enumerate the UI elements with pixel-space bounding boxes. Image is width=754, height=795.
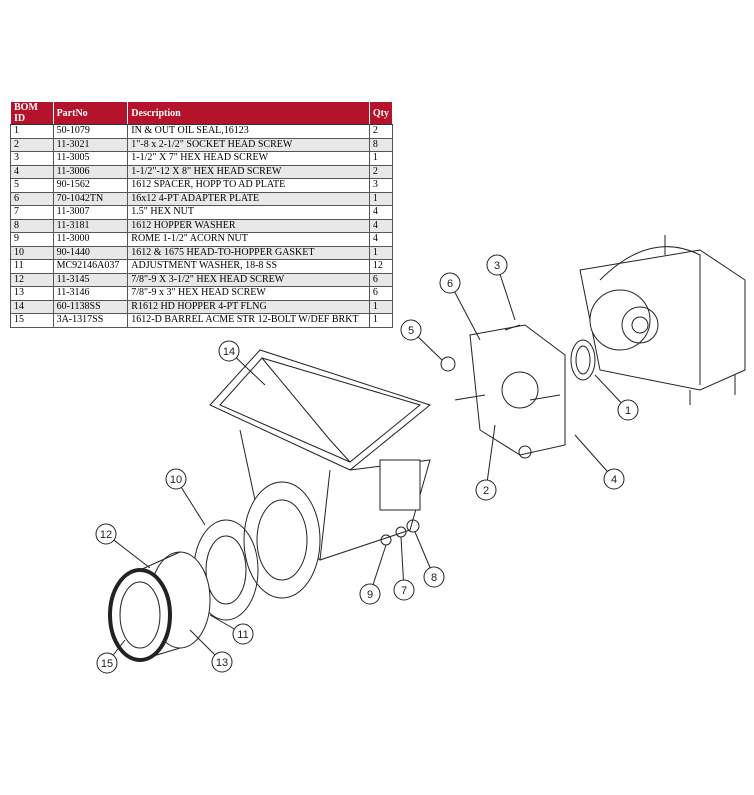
table-cell: 1612-D BARREL ACME STR 12-BOLT W/DEF BRK…: [127, 313, 370, 328]
column-header: BOM ID: [10, 101, 54, 125]
table-cell: 6: [368, 286, 394, 301]
callout-8: 8: [423, 566, 445, 588]
adapter-plate-drawing: [454, 324, 566, 456]
hopper-flange-drawing: [243, 481, 321, 599]
table-cell: 1"-8 x 2-1/2" SOCKET HEAD SCREW: [127, 137, 370, 152]
callout-15: 15: [96, 652, 118, 674]
callout-label: 13: [216, 657, 228, 669]
gearbox-drawing: [579, 235, 746, 405]
column-header: PartNo: [52, 101, 129, 125]
table-cell: 1-1/2"-12 X 8" HEX HEAD SCREW: [127, 164, 370, 179]
table-cell: 14: [10, 299, 54, 314]
callout-5: 5: [400, 319, 422, 341]
callout-label: 9: [367, 589, 373, 601]
callout-label: 6: [447, 278, 453, 290]
table-cell: 1: [368, 313, 394, 328]
callout-label: 3: [494, 260, 500, 272]
callout-label: 11: [237, 629, 248, 641]
table-cell: 1: [368, 299, 394, 314]
hopper-drawing: [209, 349, 432, 561]
callout-4: 4: [603, 468, 625, 490]
table-cell: 11-3145: [52, 272, 129, 287]
column-header: Description: [127, 101, 370, 125]
table-cell: 1: [368, 245, 394, 260]
table-cell: 11-3181: [52, 218, 129, 233]
table-cell: 11-3006: [52, 164, 129, 179]
callout-13: 13: [211, 651, 233, 673]
table-cell: 8: [368, 137, 394, 152]
table-cell: 2: [10, 137, 54, 152]
callout-7: 7: [393, 579, 415, 601]
column-header: Qty: [368, 101, 394, 125]
table-cell: 11: [10, 259, 54, 274]
table-cell: 10: [10, 245, 54, 260]
callout-label: 15: [101, 658, 113, 670]
callout-label: 1: [625, 405, 631, 417]
callout-label: 12: [100, 529, 112, 541]
table-cell: 6: [368, 272, 394, 287]
callout-6: 6: [439, 272, 461, 294]
callout-label: 10: [170, 474, 182, 486]
callout-10: 10: [165, 468, 187, 490]
callout-14: 14: [218, 340, 240, 362]
callout-2: 2: [475, 479, 497, 501]
callout-label: 5: [408, 325, 414, 337]
table-cell: 12: [368, 259, 394, 274]
table-cell: 1612 & 1675 HEAD-TO-HOPPER GASKET: [127, 245, 370, 260]
callout-12: 12: [95, 523, 117, 545]
oil-seal-drawing: [570, 339, 596, 381]
table-cell: 90-1440: [52, 245, 129, 260]
table-cell: 12: [10, 272, 54, 287]
callout-label: 8: [431, 572, 437, 584]
callout-3: 3: [486, 254, 508, 276]
callout-label: 7: [401, 585, 407, 597]
callout-1: 1: [617, 399, 639, 421]
table-cell: 11-3021: [52, 137, 129, 152]
callout-label: 14: [223, 346, 235, 358]
table-cell: 15: [10, 313, 54, 328]
table-cell: 60-1138SS: [52, 299, 129, 314]
table-cell: 16x12 4-PT ADAPTER PLATE: [127, 191, 370, 206]
table-cell: 7/8"-9 X 3-1/2" HEX HEAD SCREW: [127, 272, 370, 287]
callout-9: 9: [359, 583, 381, 605]
callout-label: 2: [483, 485, 489, 497]
table-cell: 8: [10, 218, 54, 233]
table-cell: MC92146A037: [52, 259, 129, 274]
callout-label: 4: [611, 474, 617, 486]
table-cell: 70-1042TN: [52, 191, 129, 206]
callout-11: 11: [232, 623, 254, 645]
barrel-drawing: [108, 551, 211, 662]
